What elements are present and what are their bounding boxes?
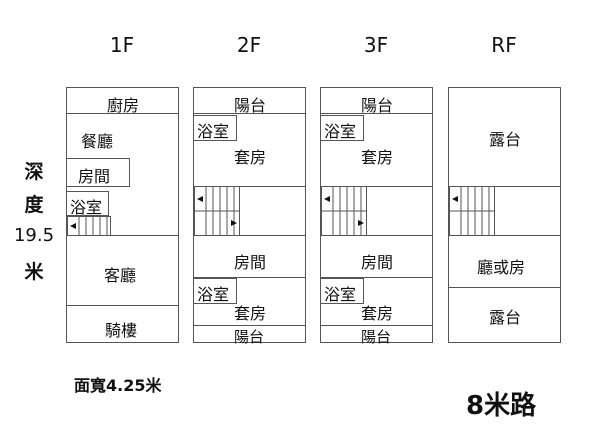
room-suite-top: 套房	[234, 148, 267, 167]
depth-label-unit: 米	[24, 261, 44, 283]
room-suite-bottom: 套房	[234, 304, 267, 323]
floor-plan-1f: 廚房 餐廳 房間 浴室 客廳 騎樓	[66, 87, 179, 343]
room-balcony-bottom: 陽台	[234, 328, 265, 346]
room-bath-bottom: 浴室	[197, 285, 230, 304]
staircase-icon	[67, 216, 111, 236]
room-suite-top: 套房	[361, 148, 394, 167]
room-bedroom: 房間	[234, 253, 267, 272]
room-arcade: 騎樓	[105, 321, 138, 340]
floor-plan-rf: 露台 廳或房 露台	[448, 87, 561, 343]
depth-label-char-2: 度	[24, 194, 44, 216]
room-balcony-top: 陽台	[361, 96, 394, 115]
room-bath-bottom: 浴室	[324, 285, 357, 304]
floor-plan-2f: 陽台 浴室 套房 房間 浴室 套房 陽台	[193, 87, 306, 346]
room-bath: 浴室	[70, 198, 103, 217]
room-dining: 餐廳	[81, 132, 114, 151]
room-bath-top-box: 浴室	[193, 115, 237, 141]
room-hall-or-room: 廳或房	[477, 258, 526, 277]
floor-title-3f: 3F	[363, 33, 389, 57]
room-terrace-top: 露台	[489, 130, 522, 149]
room-kitchen: 廚房	[107, 96, 140, 115]
room-bath-box: 浴室	[66, 191, 109, 217]
room-bath-top: 浴室	[324, 122, 357, 141]
room-bath-bottom-box: 浴室	[193, 278, 237, 304]
width-label: 面寬4.25米	[74, 376, 162, 395]
floor-plan-3f: 陽台 浴室 套房 房間 浴室 套房 陽台	[320, 87, 433, 346]
room-bedroom: 房間	[361, 253, 394, 272]
floor-title-1f: 1F	[109, 33, 135, 57]
room-suite-bottom: 套房	[361, 304, 394, 323]
room-balcony-bottom: 陽台	[361, 328, 392, 346]
room-bedroom-box: 房間	[66, 158, 130, 187]
depth-label-number: 19.5	[13, 225, 55, 246]
room-bath-top-box: 浴室	[320, 115, 364, 141]
room-bedroom: 房間	[78, 167, 111, 186]
floor-title-2f: 2F	[236, 33, 262, 57]
room-bath-bottom-box: 浴室	[320, 278, 364, 304]
room-balcony-top: 陽台	[234, 96, 267, 115]
road-label: 8米路	[466, 391, 537, 421]
staircase-icon	[449, 186, 495, 236]
floor-title-rf: RF	[491, 33, 517, 57]
depth-label-char-1: 深	[24, 161, 44, 183]
room-living: 客廳	[104, 266, 137, 285]
staircase-icon	[194, 186, 240, 236]
room-terrace-bottom: 露台	[489, 308, 522, 327]
room-bath-top: 浴室	[197, 122, 230, 141]
staircase-icon	[321, 186, 367, 236]
